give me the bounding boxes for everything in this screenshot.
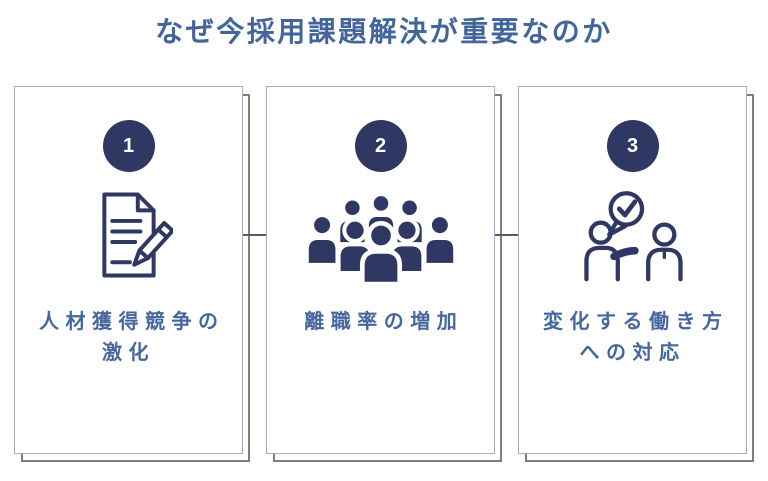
cards-row: 1 bbox=[14, 86, 754, 462]
step-number-badge: 3 bbox=[606, 120, 659, 172]
card-1-label-line1: 人材獲得競争の bbox=[39, 311, 225, 333]
page-title: なぜ今採用課題解決が重要なのか bbox=[155, 16, 613, 47]
card-2-front: 2 bbox=[266, 86, 495, 454]
card-3: 3 bbox=[518, 86, 754, 462]
step-number-badge: 1 bbox=[102, 120, 155, 172]
card-3-label: 変化する働き方への対応 bbox=[537, 307, 729, 369]
card-3-label-line2: への対応 bbox=[579, 342, 686, 364]
connector-line-1 bbox=[240, 234, 270, 237]
card-2-label: 離職率の増加 bbox=[298, 307, 464, 338]
card-1-label-line2: 激化 bbox=[102, 342, 155, 364]
card-1-front: 1 bbox=[14, 86, 243, 454]
card-3-label-line1: 変化する働き方 bbox=[543, 311, 729, 333]
card-3-front: 3 bbox=[518, 86, 747, 454]
step-number-badge: 2 bbox=[354, 120, 407, 172]
people-group-icon bbox=[303, 187, 459, 284]
document-pencil-icon bbox=[85, 187, 173, 283]
card-1-label: 人材獲得競争の激化 bbox=[33, 307, 225, 369]
connector-line-2 bbox=[492, 234, 522, 237]
people-conversation-check-icon bbox=[576, 187, 690, 283]
card-1: 1 bbox=[14, 86, 250, 462]
card-2: 2 bbox=[266, 86, 502, 462]
card-2-label-line1: 離職率の増加 bbox=[304, 311, 464, 333]
